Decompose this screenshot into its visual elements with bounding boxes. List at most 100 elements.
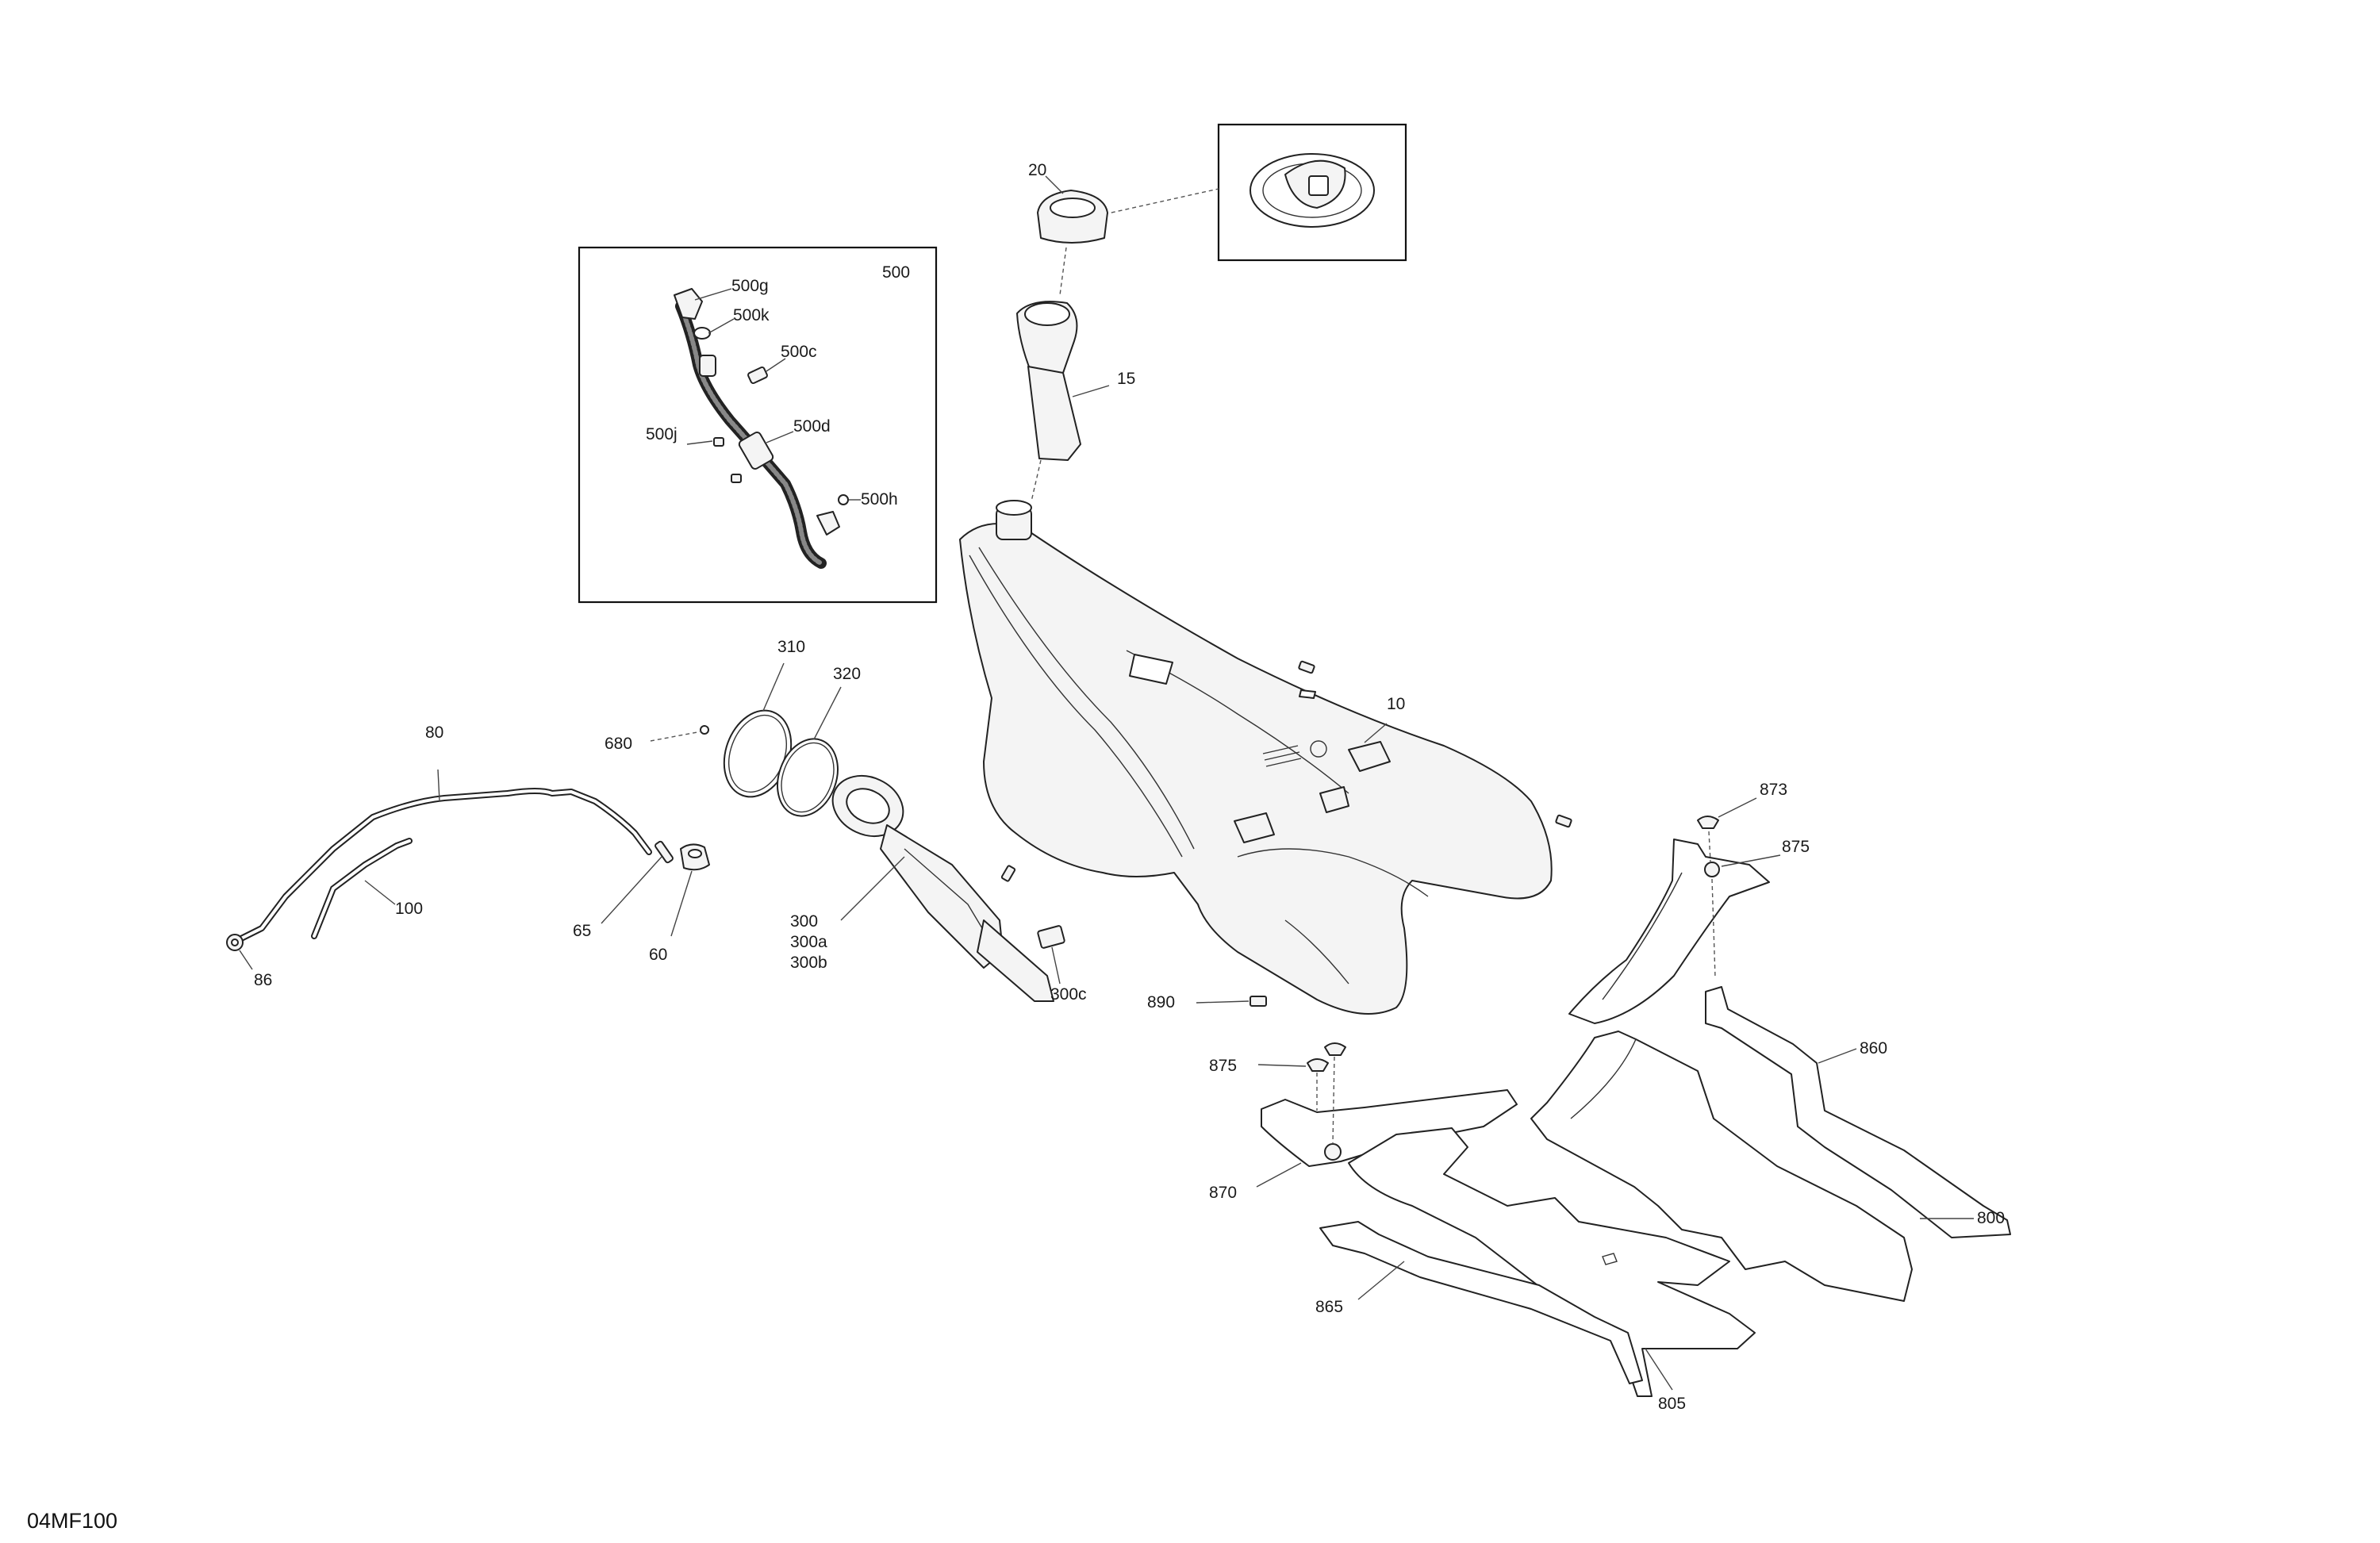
fuel-pump-icon	[1308, 175, 1329, 196]
inset-hose-assembly	[578, 246, 938, 604]
bracket-870-bolt-hole	[1324, 1143, 1342, 1161]
decal-frame	[1217, 123, 1407, 262]
leader-500g	[694, 288, 732, 301]
callout-65: 65	[573, 922, 591, 940]
tank-edge-line-2	[978, 547, 1195, 850]
tank-shell	[959, 523, 1553, 1015]
fitting-65	[654, 840, 674, 864]
leader-875-left	[1257, 1064, 1307, 1067]
vent-tube-80	[235, 788, 652, 943]
leader-680	[650, 731, 702, 742]
fittings-60-65	[601, 840, 710, 937]
inset-frame	[578, 246, 938, 604]
tank-edge-line-1	[969, 555, 1183, 858]
nut-86-hole	[231, 938, 239, 946]
callout-500c: 500c	[781, 343, 817, 361]
clip-500h	[838, 494, 849, 505]
tank-pad-1	[1348, 741, 1391, 772]
leader-870	[1256, 1162, 1302, 1188]
callout-20: 20	[1028, 161, 1046, 179]
bracket-870-shape	[1261, 1089, 1518, 1167]
dashed-link-875-left-2	[1332, 1056, 1335, 1145]
callout-890: 890	[1147, 993, 1175, 1011]
tank-loose-tab-1	[1298, 660, 1315, 674]
vent-tube-80-core	[236, 789, 651, 942]
bolt-873	[1697, 816, 1719, 829]
callout-300: 300	[790, 912, 818, 931]
bracket-right-line	[1602, 872, 1683, 1000]
dashed-link-bracket-strap	[1711, 878, 1716, 978]
pad-890	[1196, 996, 1267, 1007]
pump-sender-arm	[977, 919, 1054, 1002]
skid-plate-805-slot	[1602, 1253, 1618, 1265]
elbow-fitting-500g	[674, 288, 703, 320]
leader-310	[762, 662, 785, 712]
dashed-link-neck-tank	[1031, 459, 1042, 502]
leader-65	[601, 856, 662, 924]
grommet-60-hole	[688, 849, 702, 858]
callout-870: 870	[1209, 1184, 1237, 1202]
leader-300c	[1051, 946, 1061, 985]
leader-15	[1072, 385, 1110, 397]
leader-80	[437, 769, 440, 802]
callout-300a: 300a	[790, 933, 827, 951]
dashed-link-cap-decal	[1104, 188, 1219, 215]
fuel-cap-knob	[1050, 198, 1096, 218]
callout-10: 10	[1387, 695, 1405, 713]
tank-lower-line	[1237, 848, 1429, 897]
callout-860: 860	[1860, 1039, 1887, 1057]
callout-500g: 500g	[731, 277, 769, 295]
callout-500d: 500d	[793, 417, 831, 436]
bracket-right	[1568, 797, 1781, 1024]
hose-connector	[699, 355, 716, 377]
leader-10	[1364, 723, 1388, 743]
filler-neck-15	[1016, 301, 1110, 461]
fuel-tank-10	[959, 500, 1553, 1015]
tank-decal-line-3	[1265, 758, 1302, 767]
callout-865: 865	[1315, 1298, 1343, 1316]
seal-ring-320	[777, 738, 839, 817]
skid-plate-805-shape	[1348, 1127, 1756, 1397]
leader-86	[239, 950, 253, 970]
callout-300c: 300c	[1050, 985, 1087, 1004]
leader-500j	[686, 440, 713, 445]
callout-15: 15	[1117, 370, 1135, 388]
callout-60: 60	[649, 946, 667, 964]
skid-plate-800-shape	[1530, 1031, 1913, 1302]
leader-890	[1196, 1000, 1250, 1004]
tank-decal-line-1	[1262, 745, 1299, 754]
rings-310-320	[723, 662, 842, 817]
callout-873: 873	[1760, 781, 1787, 799]
clamp-500c	[747, 366, 768, 385]
callout-labels: 20 15 10 500 500g 500k 500c 500d 500j 50…	[254, 161, 2005, 1413]
tank-spout-rim	[996, 500, 1032, 516]
callout-800: 800	[1977, 1209, 2005, 1227]
leader-500k	[708, 318, 735, 334]
callout-680: 680	[605, 735, 632, 753]
dashed-link-873	[1708, 831, 1711, 862]
leader-300	[840, 856, 905, 921]
callout-320: 320	[833, 665, 861, 683]
leader-100	[364, 880, 396, 905]
leader-865	[1357, 1261, 1405, 1300]
strap-865-shape	[1319, 1221, 1643, 1384]
callout-86: 86	[254, 971, 272, 989]
coupling-500d	[738, 432, 774, 470]
tank-tab-1	[1299, 689, 1316, 699]
fuel-pump-300	[831, 775, 1065, 1002]
vent-tube-100-core	[313, 839, 411, 938]
leader-20	[1045, 175, 1064, 194]
leader-60	[670, 870, 693, 937]
pad-890-shape	[1250, 996, 1267, 1007]
callout-500h: 500h	[861, 490, 898, 509]
tank-pad-2	[1234, 812, 1275, 843]
tank-decal-line-2	[1264, 751, 1300, 761]
tank-decal-circle	[1310, 740, 1327, 758]
filler-neck-mouth	[1024, 302, 1070, 326]
callout-100: 100	[395, 900, 423, 918]
screw-680	[650, 725, 709, 742]
leader-860	[1818, 1048, 1857, 1064]
fitting-500h	[816, 511, 840, 535]
leader-875-right	[1721, 854, 1781, 867]
